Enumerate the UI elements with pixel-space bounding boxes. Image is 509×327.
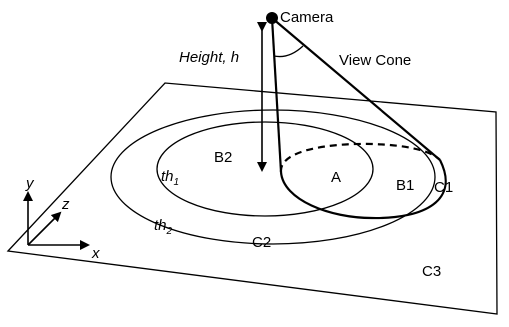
region-label-c1: C1 xyxy=(434,179,453,196)
camera-icon xyxy=(266,12,278,24)
region-label-b2: B2 xyxy=(214,149,232,166)
view-cone-footprint-back xyxy=(279,142,441,173)
view-cone-edge-left xyxy=(270,17,283,173)
threshold-label-th2: th2 xyxy=(154,217,173,237)
z-axis-arrow xyxy=(27,211,62,246)
axis-label-z: z xyxy=(61,196,70,213)
outer-ellipse-th2 xyxy=(110,109,436,245)
view-angle-arc xyxy=(273,45,304,58)
view-cone-edge-right xyxy=(271,17,441,161)
region-label-c3: C3 xyxy=(422,263,441,280)
view-cone-footprint-front xyxy=(279,159,447,220)
region-label-b1: B1 xyxy=(396,177,414,194)
view-cone-label: View Cone xyxy=(339,52,411,69)
region-label-a: A xyxy=(331,169,341,186)
ground-plane xyxy=(6,82,498,315)
axis-label-x: x xyxy=(91,245,100,262)
threshold-label-th1: th1 xyxy=(161,168,179,188)
height-label: Height, h xyxy=(179,49,239,66)
region-label-c2: C2 xyxy=(252,234,271,251)
axis-label-y: y xyxy=(25,175,35,192)
camera-label: Camera xyxy=(280,9,334,26)
